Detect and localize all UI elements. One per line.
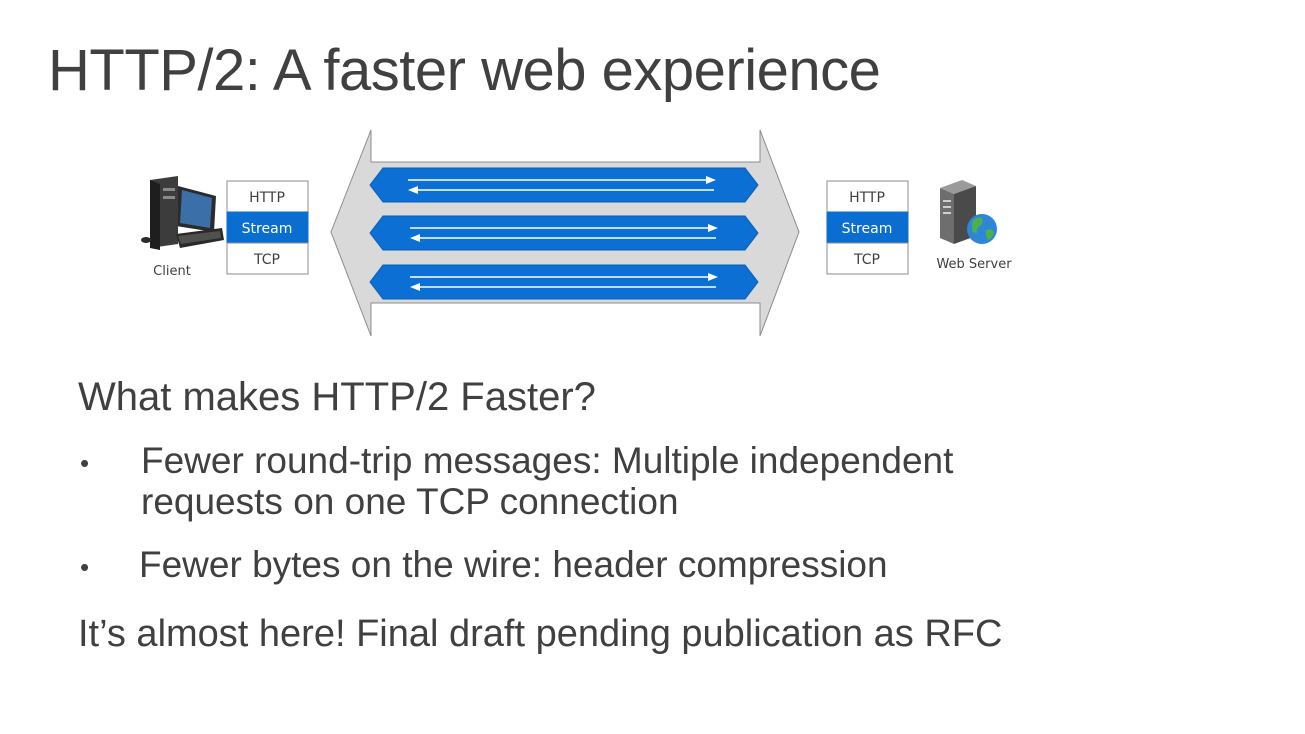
bullet-item: Fewer bytes on the wire: header compress… [139,544,888,585]
server-tcp-layer [826,242,909,275]
stream-arrow [369,264,759,300]
client-http-label: HTTP [249,190,285,206]
client-tcp-label: TCP [253,252,280,268]
server-stream-label: Stream [842,221,893,237]
client-tcp-layer [226,242,309,275]
server-stream-layer [826,211,909,244]
server-tcp-label: TCP [853,252,880,268]
stream-arrow [369,167,759,203]
web-server-icon [940,180,997,244]
client-stream-label: Stream [242,221,293,237]
slide-title: HTTP/2: A faster web experience [48,38,881,103]
client-computer-icon [141,176,224,250]
footer-note: It’s almost here! Final draft pending pu… [78,613,1003,655]
bullet-marker: • [80,552,90,582]
client-label: Client [153,264,191,279]
section-heading: What makes HTTP/2 Faster? [78,375,596,419]
bullet-item: Fewer round-trip messages: Multiple inde… [141,440,954,522]
server-http-label: HTTP [849,190,885,206]
bullet-marker: • [80,448,90,478]
stream-arrow [369,215,759,251]
web-server-label: Web Server [936,257,1012,272]
client-protocol-stack: HTTP Stream TCP [226,180,309,275]
server-http-layer [826,180,909,213]
server-protocol-stack: HTTP Stream TCP [826,180,909,275]
